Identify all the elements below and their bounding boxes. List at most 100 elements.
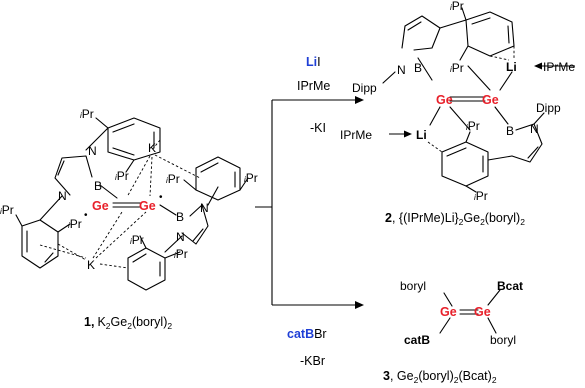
- c2-ligand-arrowhead-lower: [404, 130, 412, 138]
- c2-n-dipp-upper: [382, 71, 396, 84]
- c1-n-left-label: N: [58, 189, 67, 203]
- c2-ipr-2: iPr: [450, 61, 464, 75]
- reaction-arrows: [255, 96, 364, 309]
- c1-radical-dot-left: •: [84, 210, 88, 221]
- c2-ge-b-lower: [494, 106, 509, 125]
- byproduct-ki: -KI: [310, 121, 326, 135]
- compound-1-caption: 1,K2Ge2(boryl)2: [84, 315, 172, 331]
- c2-ge-right-label: Ge: [482, 93, 499, 107]
- c2-n-aryl-lower: [487, 155, 513, 161]
- c2-top-ring-n: [401, 25, 406, 49]
- c1-ipr-bl-b: [15, 214, 23, 227]
- c1-k-top-link1: [151, 139, 161, 151]
- c2-ipr-top-a: [461, 7, 467, 21]
- c1-ge-right-label: Ge: [139, 199, 156, 213]
- c1-n-top-label: N: [88, 144, 97, 158]
- c1-ipr-br-b: [139, 235, 147, 249]
- reagent-iprme: IPrMe: [297, 79, 330, 93]
- c1-k-bottom-label: K: [87, 258, 95, 272]
- c1-aryl-tl-d1: [112, 123, 135, 133]
- c1-aryl-bottom-left: [21, 219, 59, 269]
- c2-ipr-lower-b: [465, 185, 477, 193]
- c2-ligand-lower: IPrMe: [340, 128, 372, 142]
- c2-ge-li-lower2: [449, 106, 471, 131]
- c2-b-upper-label: B: [414, 61, 422, 75]
- c1-aryl-bl-d2: [44, 252, 54, 263]
- c3-ge-boryl-right: [487, 317, 497, 334]
- c1-aryl-tr-d1: [200, 162, 219, 173]
- c2-ligand-upper: IPrMe: [543, 60, 575, 74]
- c1-ipr-bl-a: [57, 223, 71, 233]
- c1-aryl-tl-d3: [112, 147, 135, 156]
- c1-k-bot-link2: [99, 263, 129, 269]
- c2-b-n-upper: [417, 57, 433, 81]
- c1-aryl-top-left: [107, 117, 161, 161]
- c1-right-ring-double: [192, 228, 204, 242]
- c1-n-aryl-top: [85, 127, 109, 151]
- c2-n-dipp-lower: [533, 112, 545, 125]
- c1-k-bot-ge2: [95, 211, 147, 259]
- c1-ipr-4: iPr: [68, 217, 82, 231]
- c2-ipr-4: iPr: [474, 189, 488, 203]
- c1-n-aryl-br: [164, 235, 183, 253]
- c1-ipr-2: iPr: [115, 169, 129, 183]
- byproduct-kbr: -KBr: [300, 354, 325, 368]
- c2-lower-ring: [511, 123, 543, 163]
- c2-ge-li-lower: [429, 106, 441, 126]
- c1-ge-left-label: Ge: [92, 199, 109, 213]
- c1-ipr-3: iPr: [0, 203, 14, 217]
- c2-li-aryl-upper2: [489, 55, 510, 61]
- c3-boryl-ge-left: [443, 292, 453, 307]
- c2-n-lower-label: N: [530, 122, 539, 136]
- c1-right-ring: [181, 204, 209, 245]
- c2-top-ring: [404, 15, 441, 51]
- c2-aryl-lower-d1: [446, 147, 467, 157]
- c2-dipp-lower: Dipp: [536, 101, 561, 115]
- c2-ge-li-upper2: [467, 65, 491, 91]
- compound-3-caption: 3, Ge2(boryl)2(Bcat)2: [383, 369, 497, 385]
- c1-k-top-label: K: [148, 141, 156, 155]
- c1-radical-dot-right: •: [159, 192, 163, 203]
- c1-ipr-tl-a: [95, 117, 109, 129]
- c1-ipr-6: iPr: [244, 171, 258, 185]
- reagent-catbbr: catBBr: [287, 327, 327, 341]
- c2-dipp-upper: Dipp: [352, 81, 377, 95]
- c2-ge-li-upper: [499, 71, 513, 91]
- c1-ipr-1: iPr: [80, 107, 94, 121]
- c1-ipr-tr-b: [183, 179, 197, 191]
- c2-aryl-top: [465, 11, 515, 57]
- c1-ipr-5: iPr: [166, 172, 180, 186]
- c1-n-right2-label: N: [176, 230, 185, 244]
- c2-ipr-lower-a: [465, 131, 471, 143]
- c2-ligand-arrowhead-upper: [534, 62, 542, 70]
- c3-ge-left-label: Ge: [440, 305, 457, 319]
- c3-ge-bcat: [487, 289, 501, 306]
- arrow-top-head: [355, 96, 364, 104]
- c1-ipr-8: iPr: [174, 247, 188, 261]
- c1-k-bot-ge1: [92, 211, 123, 259]
- c3-ge-catb: [439, 317, 451, 334]
- c1-k-top-link2: [154, 154, 201, 179]
- c2-n-upper-label: N: [397, 63, 406, 77]
- c1-k-top-ge1: [126, 155, 151, 198]
- c2-li-upper-label: Li: [506, 60, 517, 74]
- c1-left-ring: [54, 155, 93, 196]
- c1-k-bot-link3: [39, 244, 87, 259]
- c3-catb-bottom: catB: [404, 333, 430, 347]
- c1-n-right-label: N: [200, 201, 209, 215]
- c3-boryl-left: boryl: [400, 279, 426, 293]
- c2-ipr-1: iPr: [450, 0, 464, 13]
- compound-2-caption: 2, {(IPrMe)Li}2Ge2(boryl)2: [385, 211, 525, 227]
- c3-ge-right-label: Ge: [474, 305, 491, 319]
- c3-bcat-top: Bcat: [497, 279, 523, 293]
- c1-ipr-tl-b: [125, 159, 135, 173]
- c2-li-aryl-lower: [427, 141, 443, 153]
- c1-n-aryl-tr: [207, 186, 219, 206]
- c2-b-lower-label: B: [506, 124, 514, 138]
- c2-top-ring-double: [407, 21, 422, 31]
- c1-aryl-br-d1: [132, 253, 147, 263]
- c2-li-lower-label: Li: [416, 128, 427, 142]
- arrow-bottom-head: [355, 301, 364, 309]
- c2-aryl-top-d2: [507, 25, 510, 44]
